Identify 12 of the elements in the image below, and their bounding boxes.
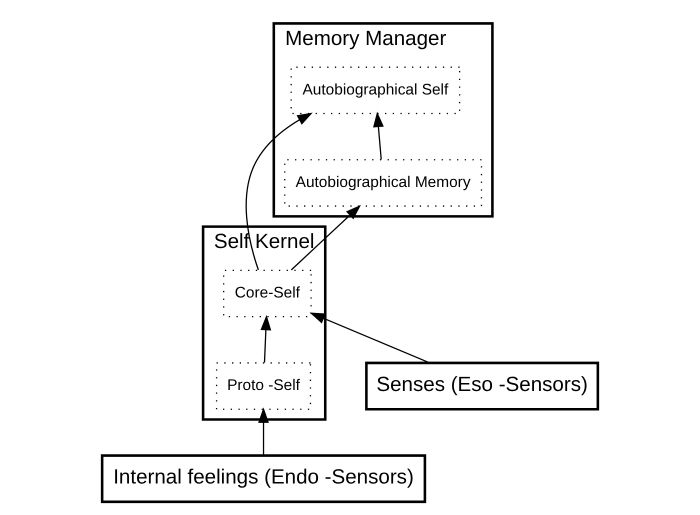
arrow	[246, 112, 313, 270]
node-box: Senses (Eso -Sensors)	[365, 362, 600, 411]
node-box: Autobiographical Self	[290, 66, 460, 114]
arrow	[373, 112, 384, 160]
node-box: Internal feelings (Endo -Sensors)	[100, 454, 426, 504]
node-box: Core-Self	[223, 270, 312, 318]
arrow	[310, 312, 430, 364]
node-box: Autobiographical Memory	[284, 159, 482, 207]
arrow	[258, 407, 269, 456]
arrow	[260, 314, 272, 363]
node-box: Proto -Self	[216, 362, 312, 410]
arrow	[290, 204, 361, 270]
